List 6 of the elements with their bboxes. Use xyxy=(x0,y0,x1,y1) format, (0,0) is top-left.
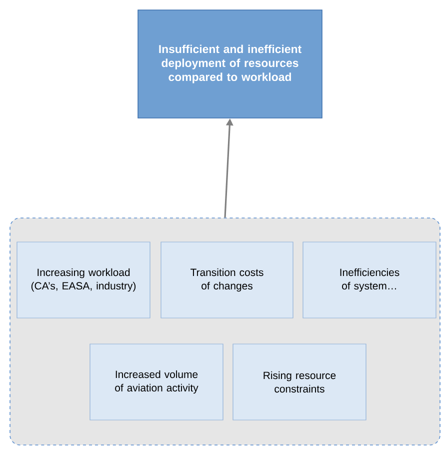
cause-box: Rising resource constraints xyxy=(232,344,366,420)
cause-box: Increasing workload (CA’s, EASA, industry) xyxy=(16,242,150,318)
cause-box: Transition costs of changes xyxy=(160,242,294,318)
cause-box: Increased volume of aviation activity xyxy=(90,344,224,420)
cause-box: Inefficiencies of system… xyxy=(302,242,436,318)
outcome-box: Insufficient and inefficient deployment of resources compared to workload xyxy=(138,10,322,118)
